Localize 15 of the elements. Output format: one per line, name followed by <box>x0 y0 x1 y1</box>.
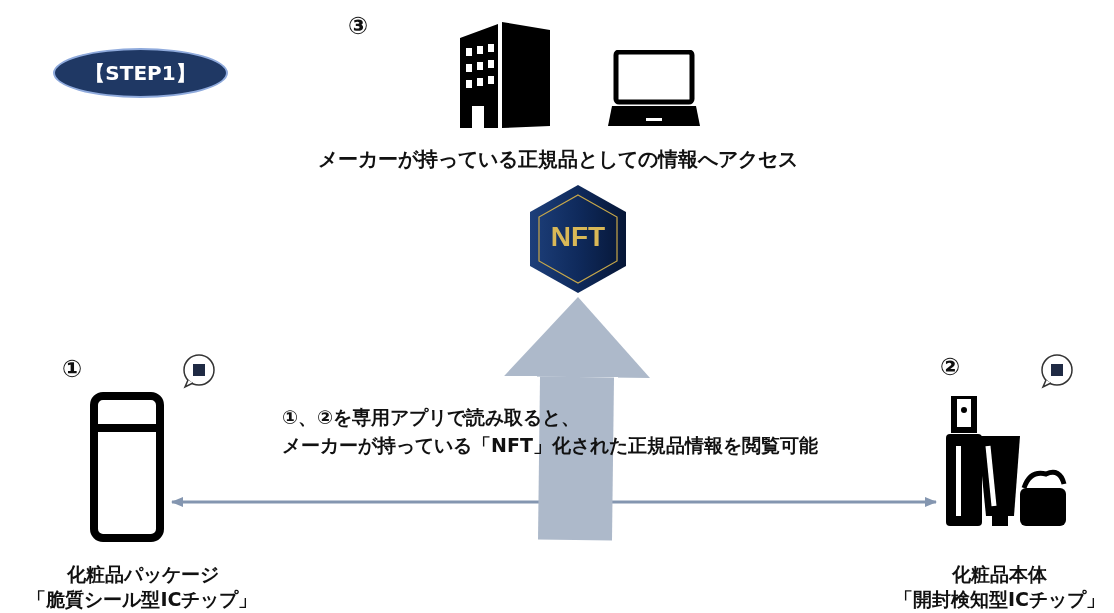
step-ellipse: 【STEP1】 <box>53 48 228 98</box>
product-caption: 化粧品本体 <box>951 562 1048 587</box>
description-text: メーカーが持っている「NFT」化された正規品情報を閲覧可能 <box>282 433 818 458</box>
heading-text: メーカーが持っている正規品としての情報へアクセス <box>318 146 798 173</box>
description-text: ①、②を専用アプリで読み取ると、 <box>282 405 581 430</box>
product-caption: 「開封検知型ICチップ」 <box>893 587 1106 612</box>
package-icon <box>88 392 166 542</box>
nft-hexagon: NFT <box>528 185 628 293</box>
circled-number: ② <box>940 353 961 381</box>
circled-number: ③ <box>348 12 369 40</box>
double-arrow <box>171 497 937 507</box>
circled-number: ① <box>62 355 83 383</box>
product-caption: 化粧品パッケージ <box>65 562 220 587</box>
block-arrow <box>504 297 650 541</box>
product-caption: 「脆質シール型ICチップ」 <box>26 587 259 612</box>
